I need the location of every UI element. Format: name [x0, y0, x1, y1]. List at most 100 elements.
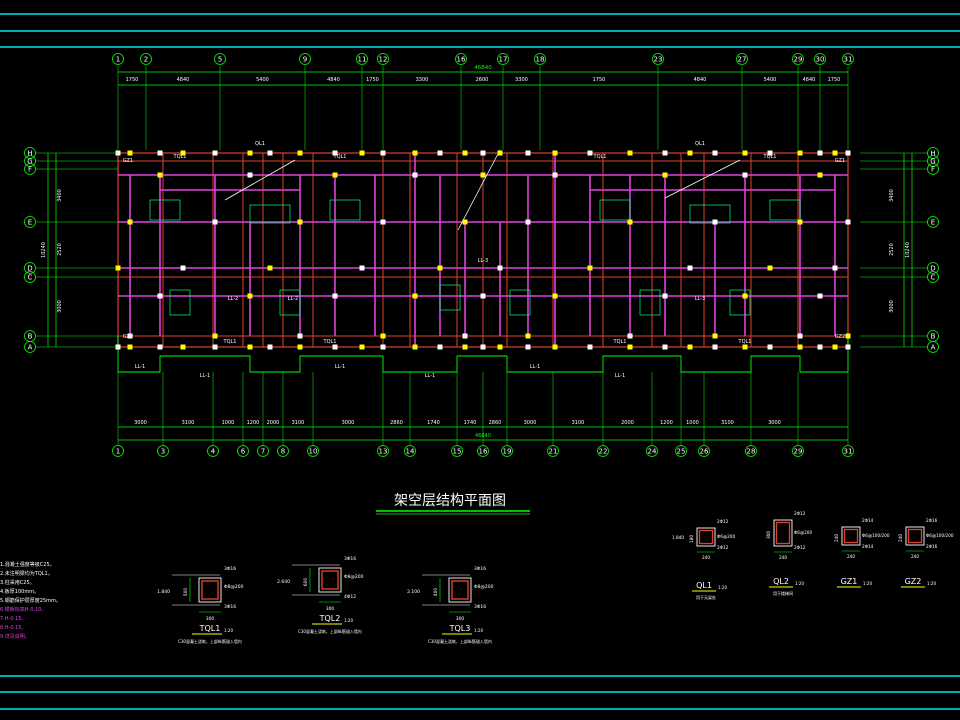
plan-member-label: TQL1	[333, 154, 347, 160]
column-marker	[412, 172, 418, 178]
row-axis-label: A	[931, 344, 936, 352]
axis-label: 11	[358, 56, 367, 64]
section-outline	[448, 577, 472, 603]
section-height-dim: 180	[689, 535, 694, 543]
axis-label: 10	[309, 448, 318, 456]
top-dimension-value: 3300	[416, 77, 429, 83]
plan-member-label: GZ2	[835, 334, 845, 340]
plan-member-label: TQL1	[223, 339, 237, 345]
column-marker	[180, 265, 186, 271]
column-marker	[212, 150, 218, 156]
axis-bubble	[497, 53, 509, 65]
column-marker	[247, 172, 253, 178]
note-line: 3.柱采用C25。	[0, 579, 35, 586]
plan-member-label: QL1	[255, 141, 265, 147]
column-marker	[767, 150, 773, 156]
column-marker	[817, 293, 823, 299]
column-marker	[627, 150, 633, 156]
column-marker	[480, 172, 486, 178]
column-marker	[587, 344, 593, 350]
column-marker	[712, 150, 718, 156]
bottom-dimension-value: 3000	[134, 420, 147, 426]
row-axis-label: D	[930, 265, 935, 273]
row-axis-group: HGFEDCBA34002520300010240HGFEDCBA3400252…	[24, 147, 939, 353]
axis-bubble	[477, 445, 489, 457]
row-axis-bubble	[24, 155, 36, 167]
axis-label: 26	[700, 448, 709, 456]
section-top-bars: 2Φ12	[794, 511, 806, 516]
column-marker	[157, 150, 163, 156]
column-marker	[297, 219, 303, 225]
section-stirrup	[843, 528, 859, 544]
column-marker	[332, 293, 338, 299]
plan-member-label: TQL1	[738, 339, 752, 345]
column-marker	[332, 172, 338, 178]
bottom-dimension-value: 3100	[721, 420, 734, 426]
note-line: 9.详见说明。	[0, 633, 30, 640]
axis-bubble	[277, 445, 289, 457]
axis-bubble	[745, 445, 757, 457]
axis-label: 16	[457, 56, 466, 64]
column-marker	[552, 172, 558, 178]
column-marker	[267, 265, 273, 271]
row-axis-label: H	[27, 150, 32, 158]
row-total-dimension: 10240	[41, 242, 47, 258]
axis-label: 21	[549, 448, 558, 456]
axis-label: 12	[379, 56, 388, 64]
row-axis-bubble	[24, 262, 36, 274]
column-marker	[127, 219, 133, 225]
top-dimension-value: 4840	[327, 77, 340, 83]
axis-bubble	[157, 445, 169, 457]
top-dimension-value: 4840	[177, 77, 190, 83]
section-name: TQL1	[199, 624, 221, 633]
section-stirrup	[698, 529, 714, 545]
column-marker	[462, 344, 468, 350]
axis-label: 15	[453, 448, 462, 456]
column-marker	[525, 150, 531, 156]
section-top-bars: 3Φ16	[474, 566, 486, 572]
top-dimension-value: 5400	[764, 77, 777, 83]
bottom-dimension-value: 3100	[572, 420, 585, 426]
column-marker	[297, 150, 303, 156]
axis-label: 6	[241, 448, 246, 456]
plan-member-label: TQL1	[593, 154, 607, 160]
section-elevation: 2.100	[407, 589, 420, 595]
axis-bubble	[299, 53, 311, 65]
column-marker	[832, 150, 838, 156]
floor-plan	[115, 149, 851, 373]
section-height-dim: 240	[834, 534, 839, 542]
axis-label: 31	[844, 56, 853, 64]
axis-label: 18	[536, 56, 545, 64]
note-line: 2.未注明梁均为TQL1。	[0, 570, 53, 577]
balcony-outline	[117, 336, 849, 373]
section-caption: C30混凝土浇筑，上部纵筋锚入墙内	[178, 638, 242, 644]
column-marker	[797, 219, 803, 225]
column-marker	[480, 293, 486, 299]
axis-label: 24	[648, 448, 657, 456]
column-marker	[412, 293, 418, 299]
section-stirrup-label: Φ6@200	[794, 530, 812, 535]
column-marker	[157, 344, 163, 350]
top-dimension-value: 3300	[515, 77, 528, 83]
plan-member-label: LL-2	[288, 296, 298, 302]
axis-bubble	[814, 53, 826, 65]
room-outline	[169, 289, 191, 316]
plan-member-label: LL-1	[615, 373, 625, 379]
axis-bubble	[257, 445, 269, 457]
section-caption: C30混凝土浇筑，上部纵筋锚入墙内	[428, 638, 492, 644]
column-marker	[552, 293, 558, 299]
room-outline	[329, 199, 361, 221]
axis-bubble	[501, 445, 513, 457]
axis-label: 17	[499, 56, 508, 64]
section-bottom-bars: 2Φ14	[862, 544, 874, 549]
row-axis-label: D	[27, 265, 32, 273]
section-width-dim: 300	[206, 616, 215, 622]
axis-label: 1	[116, 56, 120, 64]
row-axis-bubble	[927, 163, 939, 175]
column-marker	[687, 344, 693, 350]
top-dimension-value: 1750	[366, 77, 379, 83]
